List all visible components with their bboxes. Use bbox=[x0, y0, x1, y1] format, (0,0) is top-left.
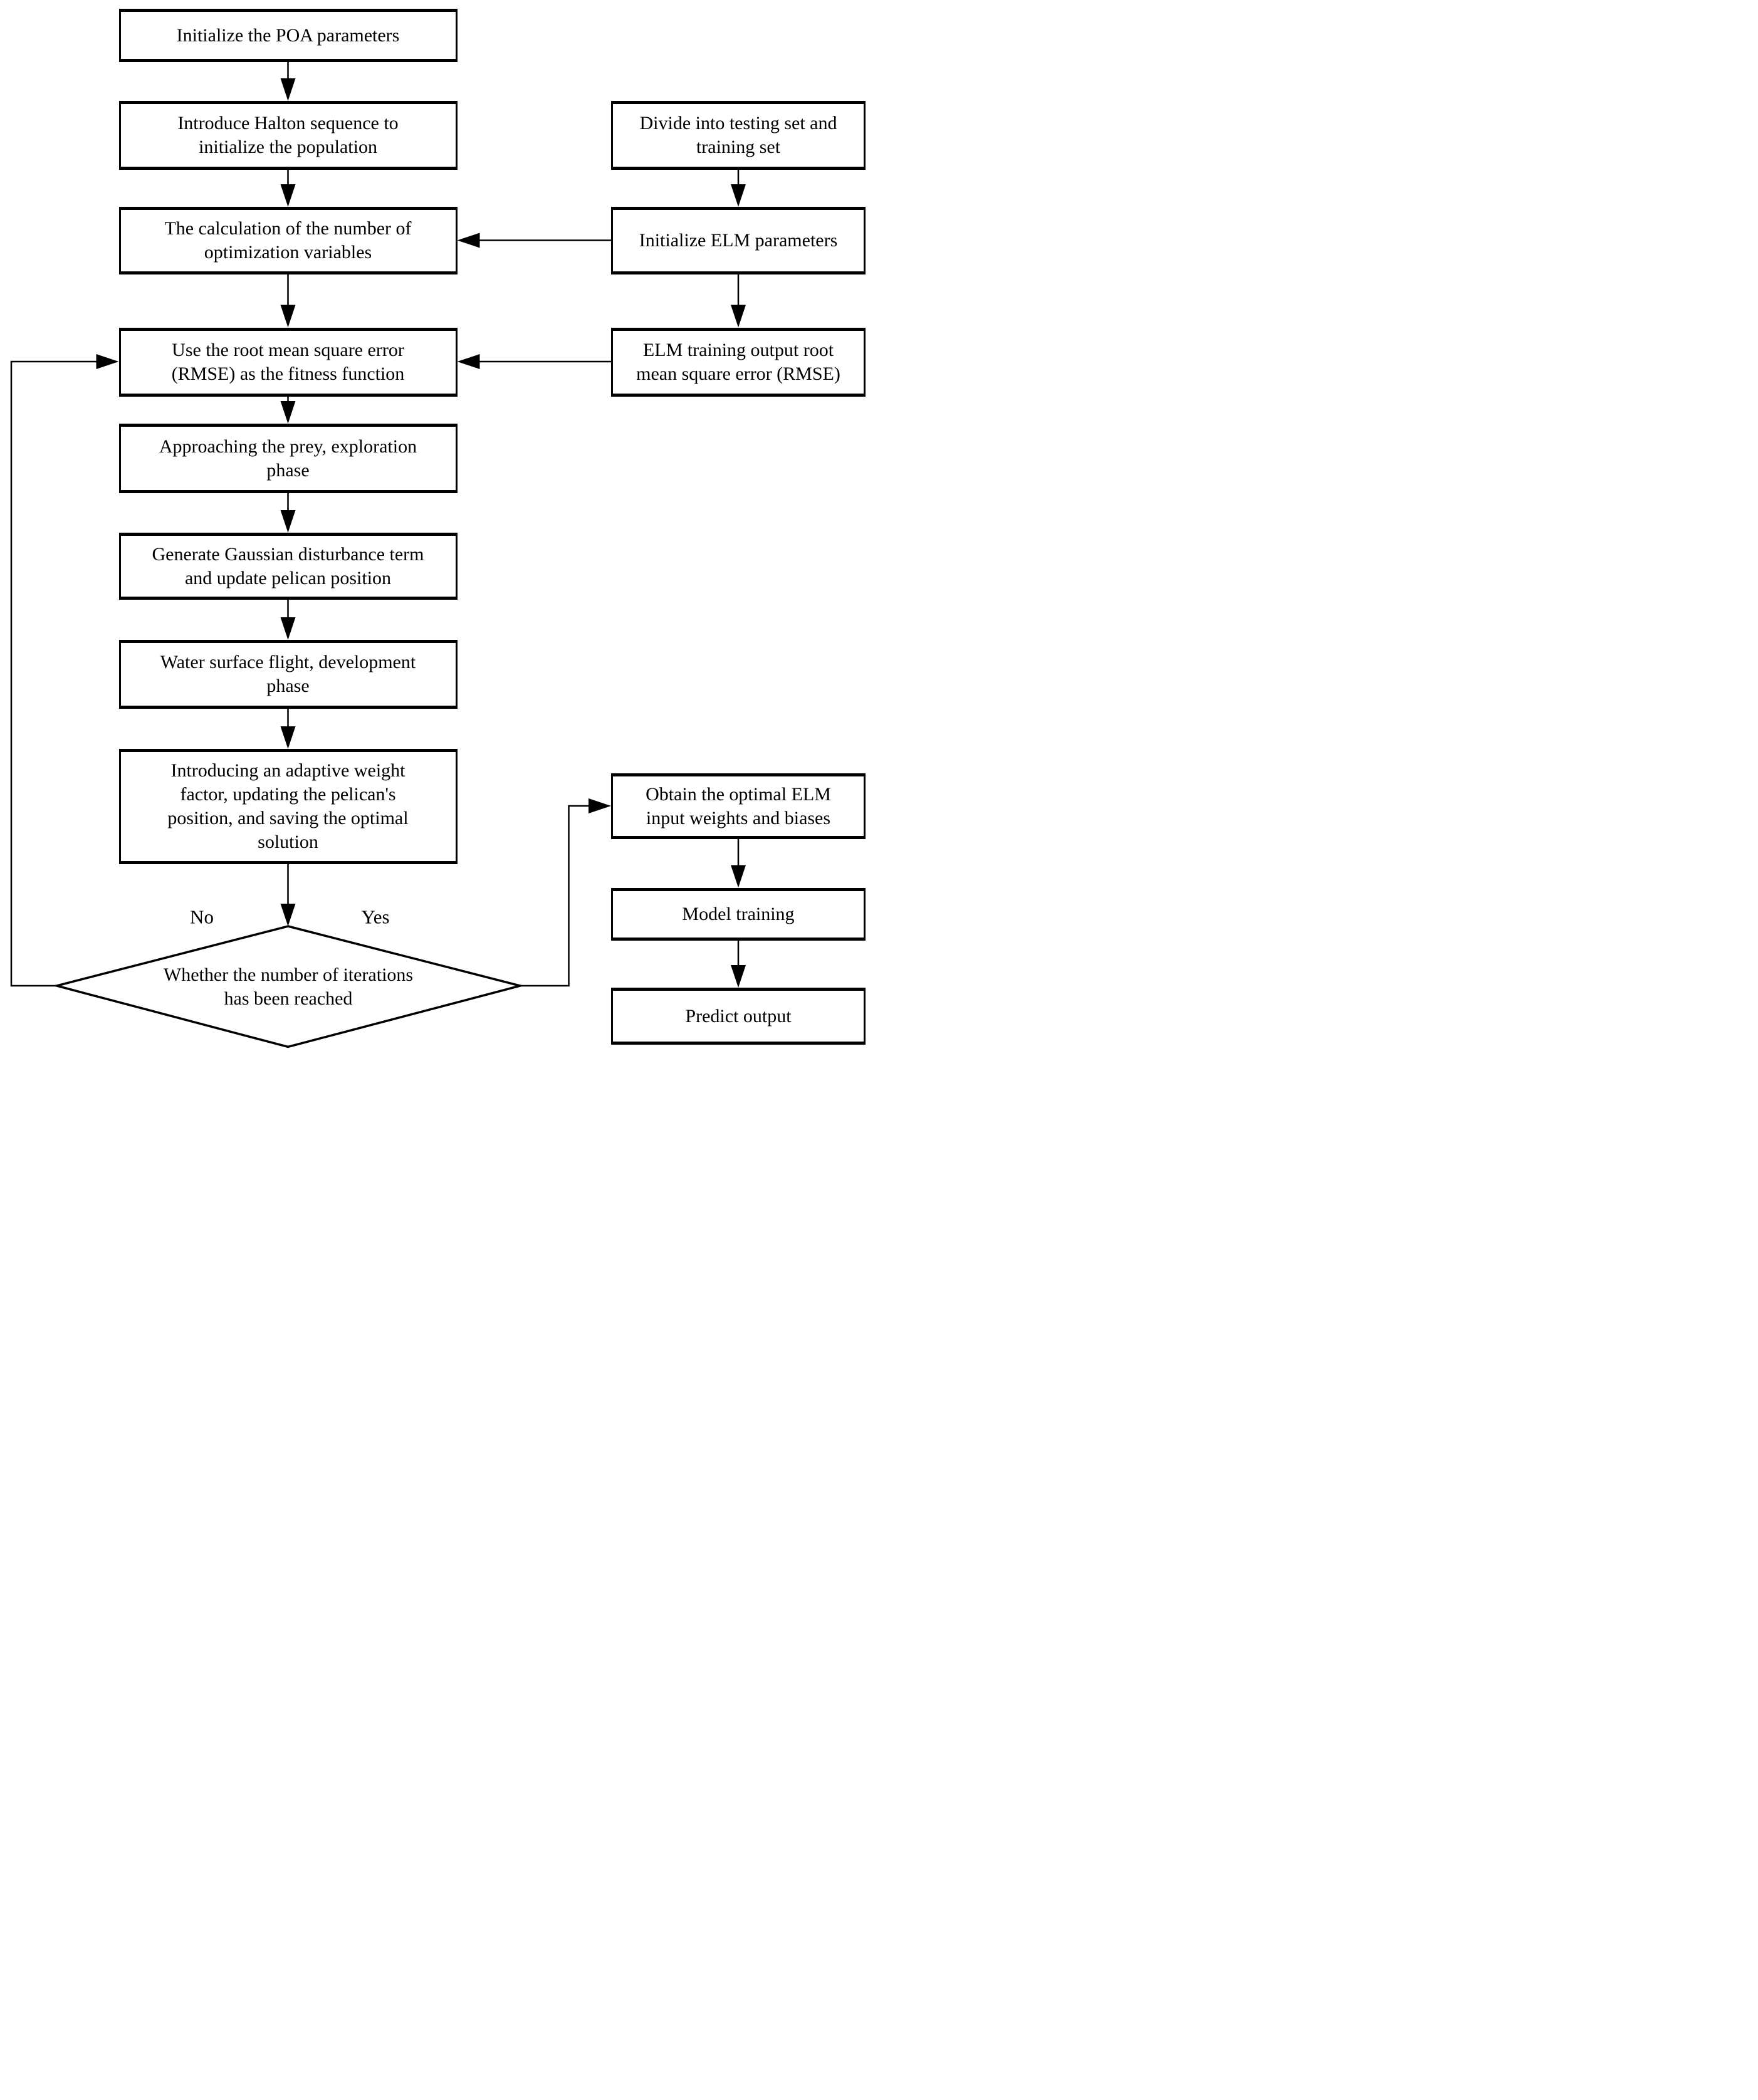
arrow-obtain-to-training-head bbox=[731, 865, 746, 888]
node-initialize-poa: Initialize the POA parameters bbox=[118, 9, 458, 62]
node-label: Predict output bbox=[685, 1005, 792, 1026]
arrow-approach-to-gaussian-head bbox=[280, 510, 296, 533]
node-calc-optimization-variables: The calculation of the number of optimiz… bbox=[118, 207, 458, 274]
node-iteration-decision: Whether the number of iterations has bee… bbox=[107, 953, 470, 1021]
node-label: Introducing an adaptive weight factor, u… bbox=[167, 760, 409, 852]
arrow-training-to-predict-head bbox=[731, 965, 746, 988]
node-label: Obtain the optimal ELM input weights and… bbox=[646, 783, 831, 828]
edge-decision-no-loop-path bbox=[10, 360, 97, 987]
node-label: Use the root mean square error (RMSE) as… bbox=[171, 339, 405, 384]
node-label: ELM training output root mean square err… bbox=[636, 339, 840, 384]
edge-label-no: No bbox=[190, 906, 214, 928]
arrow-elm-rmse-to-rmse-head bbox=[457, 354, 480, 369]
edge-decision-yes-path bbox=[520, 805, 589, 987]
node-label: Water surface flight, development phase bbox=[160, 652, 416, 696]
node-label: Initialize the POA parameters bbox=[176, 24, 400, 46]
node-label: Introduce Halton sequence to initialize … bbox=[177, 113, 399, 157]
edge-decision-yes-head bbox=[589, 798, 611, 813]
arrow-rmse-to-approach-head bbox=[280, 401, 296, 424]
node-approach-prey: Approaching the prey, exploration phase bbox=[118, 424, 458, 493]
node-label: Generate Gaussian disturbance term and u… bbox=[152, 543, 424, 588]
decision-diamond-shape bbox=[52, 925, 525, 1048]
node-rmse-fitness: Use the root mean square error (RMSE) as… bbox=[118, 327, 458, 397]
node-label: Initialize ELM parameters bbox=[639, 230, 838, 251]
edge-decision-no-loop-head bbox=[96, 354, 119, 369]
node-water-surface-flight: Water surface flight, development phase bbox=[118, 640, 458, 709]
node-label: Approaching the prey, exploration phase bbox=[159, 436, 417, 481]
node-halton-sequence: Introduce Halton sequence to initialize … bbox=[118, 101, 458, 170]
node-predict-output: Predict output bbox=[611, 988, 866, 1045]
node-adaptive-weight: Introducing an adaptive weight factor, u… bbox=[118, 749, 458, 864]
arrow-init-poa-to-halton-head bbox=[280, 78, 296, 101]
arrow-init-elm-to-calc-vars-head bbox=[457, 232, 480, 248]
node-gaussian-disturbance: Generate Gaussian disturbance term and u… bbox=[118, 533, 458, 600]
arrow-adaptive-to-decision-head bbox=[280, 904, 296, 926]
flowchart-canvas: Initialize the POA parameters Introduce … bbox=[0, 0, 879, 1050]
node-obtain-optimal-elm: Obtain the optimal ELM input weights and… bbox=[611, 773, 866, 839]
arrow-gaussian-to-water-head bbox=[280, 617, 296, 640]
node-label: Divide into testing set and training set bbox=[639, 113, 837, 157]
flow-connectors-layer bbox=[10, 62, 746, 1048]
node-label: Model training bbox=[682, 903, 795, 924]
node-elm-training-rmse: ELM training output root mean square err… bbox=[611, 327, 866, 397]
arrow-divide-to-init-elm-head bbox=[731, 184, 746, 207]
arrow-water-to-adaptive-head bbox=[280, 726, 296, 749]
node-initialize-elm: Initialize ELM parameters bbox=[611, 207, 866, 274]
node-label: Whether the number of iterations has bee… bbox=[163, 964, 414, 1009]
arrow-init-elm-to-elm-rmse-head bbox=[731, 305, 746, 328]
edge-label-yes: Yes bbox=[361, 906, 390, 928]
node-divide-sets: Divide into testing set and training set bbox=[611, 101, 866, 170]
node-label: The calculation of the number of optimiz… bbox=[164, 218, 412, 263]
arrow-calc-vars-to-rmse-head bbox=[280, 305, 296, 328]
node-model-training: Model training bbox=[611, 887, 866, 941]
arrow-halton-to-calc-vars-head bbox=[280, 184, 296, 207]
